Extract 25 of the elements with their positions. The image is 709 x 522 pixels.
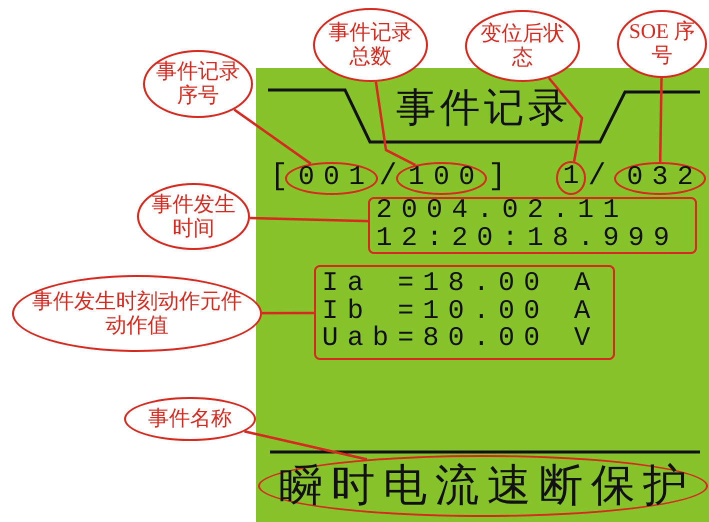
- callout-bubble: 事件发生时间: [137, 183, 250, 250]
- leader-line: [244, 430, 368, 461]
- leader-line: [250, 216, 368, 222]
- highlight-frame: 001: [285, 162, 378, 195]
- callout-bubble: SOE 序号: [617, 10, 707, 78]
- callout-bubble: 事件发生时刻动作元件动作值: [12, 275, 262, 352]
- screen-title: 事件记录: [396, 88, 572, 128]
- separator: /: [588, 162, 606, 192]
- highlight-frame: Ia =18.00 A Ib =10.00 A Uab=80.00 V: [314, 265, 615, 360]
- separator: /: [379, 162, 398, 192]
- callout-bubble: 事件记录序号: [143, 50, 253, 118]
- highlight-frame: 032: [614, 162, 706, 195]
- leader-line: [233, 108, 312, 165]
- callout-bubble: 事件记录总数: [313, 8, 428, 82]
- highlight-frame: 1: [556, 161, 586, 195]
- callout-bubble: 事件名称: [124, 397, 256, 441]
- leader-line: [548, 77, 584, 162]
- leader-line: [262, 312, 314, 314]
- highlight-frame: 2004.02.11 12:20:18.999: [368, 197, 697, 254]
- bracket: ]: [488, 162, 506, 192]
- callout-bubble: 变位后状态: [465, 10, 580, 82]
- leader-line: [374, 82, 416, 166]
- highlight-ellipse: 瞬时电流速断保护: [258, 455, 708, 517]
- highlight-frame: 100: [396, 162, 487, 195]
- leader-line: [658, 78, 663, 162]
